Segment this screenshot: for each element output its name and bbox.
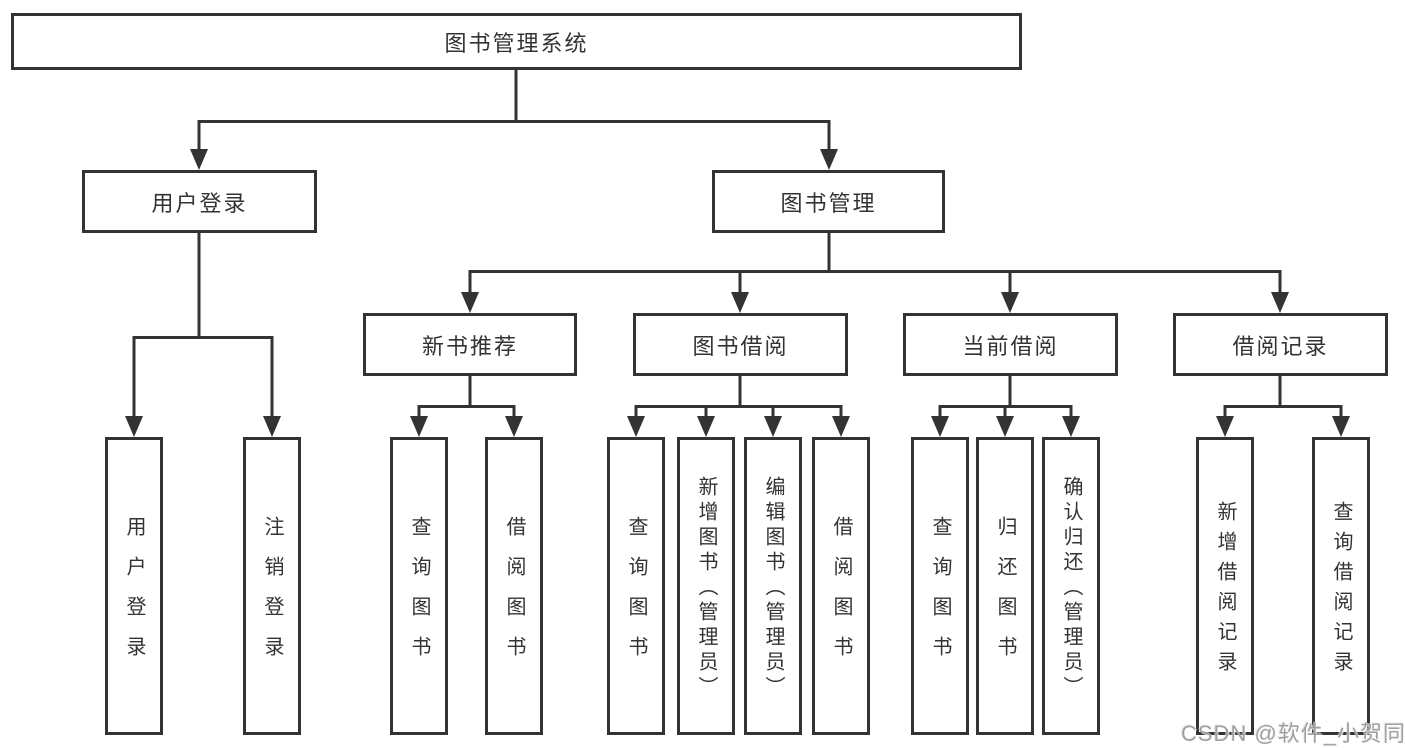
leaf-label: 借阅图书 [503,516,525,676]
leaf-query-books-borrowing: 查询图书 [607,437,665,735]
node-label: 图书借阅 [692,333,789,359]
node-book-borrowing: 图书借阅 [633,313,848,376]
node-label: 借阅记录 [1232,333,1329,359]
leaf-user-login: 用户登录 [105,437,163,735]
leaf-label: 确认归还（管理员） [1060,476,1082,701]
leaf-add-borrow-record: 新增借阅记录 [1196,437,1254,735]
node-new-book-recommendation: 新书推荐 [363,313,577,376]
node-label: 用户登录 [151,190,248,216]
node-label: 图书管理 [780,190,877,216]
leaf-query-borrow-record: 查询借阅记录 [1312,437,1370,735]
leaf-edit-book-admin: 编辑图书（管理员） [744,437,802,735]
node-label: 图书管理系统 [444,30,589,56]
leaf-logout: 注销登录 [243,437,301,735]
leaf-label: 借阅图书 [830,516,852,676]
leaf-confirm-return-admin: 确认归还（管理员） [1042,437,1100,735]
node-label: 当前借阅 [962,333,1059,359]
node-user-login: 用户登录 [82,170,317,233]
csdn-watermark: CSDN @软件_小贺同学 [1181,721,1405,746]
node-book-management: 图书管理 [712,170,945,233]
node-current-borrowing: 当前借阅 [903,313,1118,376]
leaf-label: 查询图书 [929,516,951,676]
leaf-query-books-current: 查询图书 [911,437,969,735]
leaf-borrow-books-recommend: 借阅图书 [485,437,543,735]
leaf-label: 新增借阅记录 [1214,501,1236,681]
leaf-add-book-admin: 新增图书（管理员） [677,437,735,735]
leaf-label: 用户登录 [123,516,145,676]
leaf-return-books: 归还图书 [976,437,1034,735]
node-label: 新书推荐 [421,333,518,359]
leaf-label: 查询图书 [625,516,647,676]
leaf-label: 编辑图书（管理员） [762,476,784,701]
leaf-borrow-books-borrowing: 借阅图书 [812,437,870,735]
leaf-label: 注销登录 [261,516,283,676]
leaf-label: 归还图书 [994,516,1016,676]
leaf-query-books-recommend: 查询图书 [390,437,448,735]
leaf-label: 新增图书（管理员） [695,476,717,701]
node-borrowing-records: 借阅记录 [1173,313,1388,376]
leaf-label: 查询借阅记录 [1330,501,1352,681]
node-library-management-system: 图书管理系统 [11,13,1022,70]
leaf-label: 查询图书 [408,516,430,676]
